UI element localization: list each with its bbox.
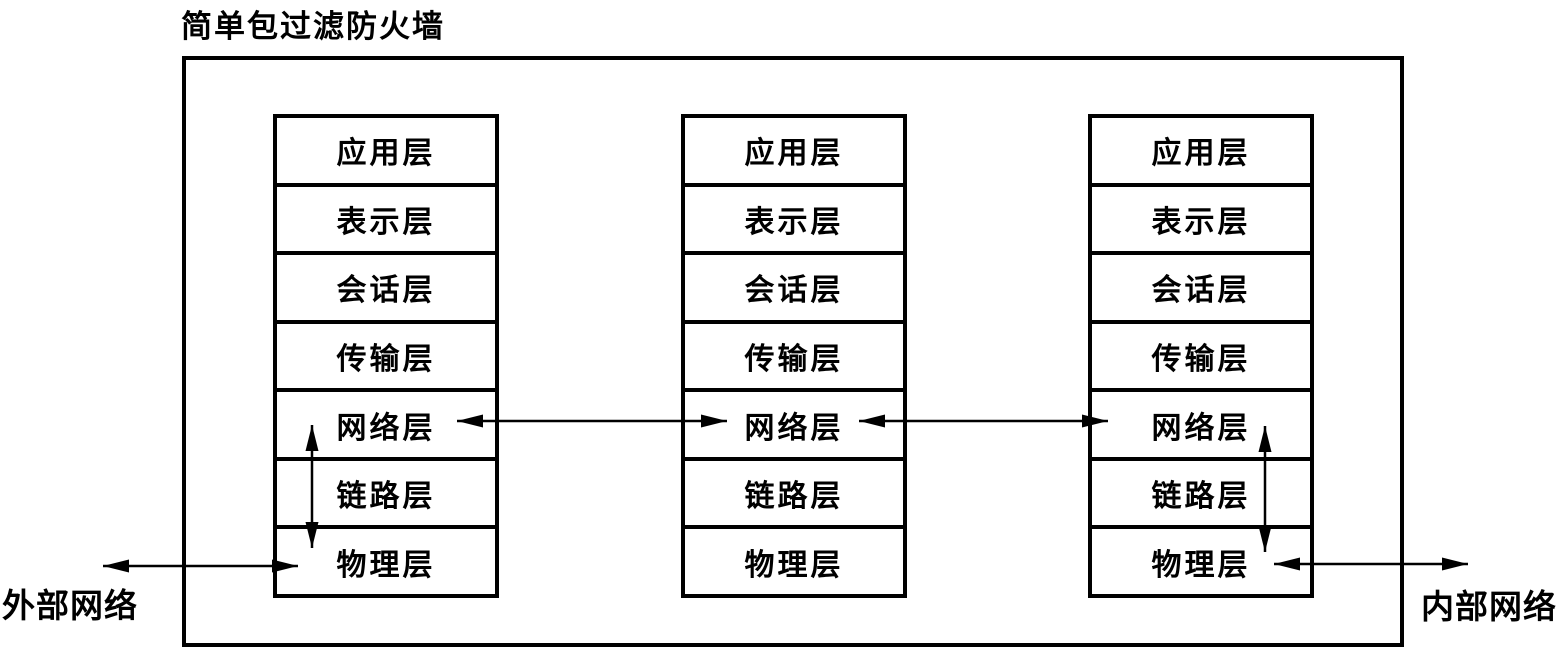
layer-network: 网络层	[1092, 392, 1310, 461]
layer-presentation: 表示层	[277, 187, 495, 256]
firewall-boundary-box	[182, 56, 1404, 647]
layer-transport: 传输层	[685, 324, 903, 393]
layer-session: 会话层	[1092, 255, 1310, 324]
layer-application: 应用层	[1092, 118, 1310, 187]
diagram-title: 简单包过滤防火墙	[181, 9, 445, 45]
layer-presentation: 表示层	[1092, 187, 1310, 256]
layer-datalink: 链路层	[277, 461, 495, 530]
osi-stack-left: 应用层 表示层 会话层 传输层 网络层 链路层 物理层	[273, 114, 499, 598]
layer-network: 网络层	[685, 392, 903, 461]
osi-stack-middle: 应用层 表示层 会话层 传输层 网络层 链路层 物理层	[681, 114, 907, 598]
internal-network-label: 内部网络	[1421, 587, 1557, 626]
layer-transport: 传输层	[1092, 324, 1310, 393]
layer-physical: 物理层	[1151, 547, 1251, 583]
layer-application: 应用层	[277, 118, 495, 187]
layer-network: 网络层	[277, 392, 495, 461]
osi-stack-right: 应用层 表示层 会话层 传输层 网络层 链路层 物理层	[1088, 114, 1314, 598]
layer-physical: 物理层	[336, 547, 436, 583]
external-network-label: 外部网络	[2, 586, 138, 625]
layer-presentation: 表示层	[685, 187, 903, 256]
layer-datalink: 链路层	[1092, 461, 1310, 530]
layer-session: 会话层	[277, 255, 495, 324]
layer-session: 会话层	[685, 255, 903, 324]
layer-transport: 传输层	[277, 324, 495, 393]
layer-physical: 物理层	[744, 547, 844, 583]
layer-application: 应用层	[685, 118, 903, 187]
layer-datalink: 链路层	[685, 461, 903, 530]
